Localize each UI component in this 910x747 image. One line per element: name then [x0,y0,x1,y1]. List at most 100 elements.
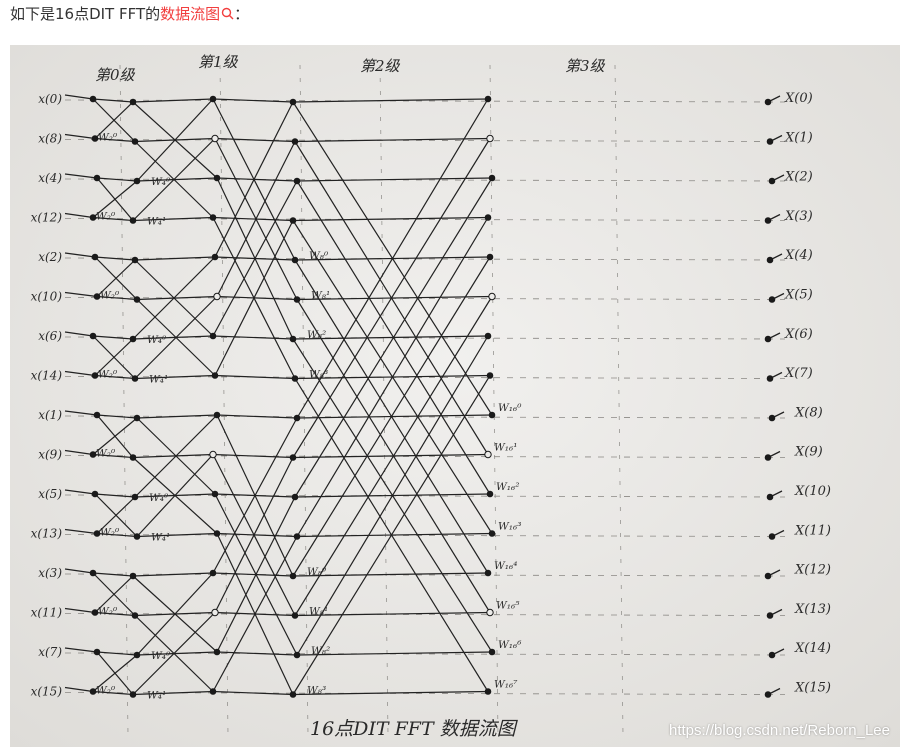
straight-branch [92,335,134,340]
butterfly-node [209,214,217,221]
straight-branch [136,532,218,538]
butterfly-node [291,612,299,619]
cross-branch [92,417,138,455]
intro-text: 如下是16点DIT FFT的数据流图： [10,4,249,24]
cross-branch [134,296,218,379]
straight-branch [132,572,214,577]
twiddle-factor-label: W₁₆⁶ [498,639,522,651]
straight-branch [294,611,491,617]
butterfly-node [486,134,494,143]
straight-branch [292,98,489,103]
butterfly-node [133,296,141,303]
straight-branch [136,651,218,656]
straight-branch [292,572,489,577]
stage-label: 第2级 [360,57,401,75]
butterfly-node [291,256,299,264]
data-flow-diagram-link[interactable]: 数据流图 [160,5,234,23]
butterfly-node [488,292,496,301]
butterfly-node [89,214,97,221]
butterfly-node [89,688,97,695]
butterfly-node [131,493,139,501]
input-label: x(12) [31,211,63,225]
twiddle-factor-label: W₄¹ [151,532,170,544]
twiddle-factor-label: W₁₆⁰ [498,402,522,414]
straight-branch [296,177,493,182]
input-stub-line [64,568,94,574]
input-stub-line [64,489,96,495]
twiddle-factor-label: W₁₆² [496,481,519,493]
straight-branch [296,295,493,301]
twiddle-factor-label: W₁₆³ [498,521,521,533]
butterfly-node [293,296,301,303]
input-stub-line [64,94,94,100]
butterfly-node [768,296,776,303]
output-label: X(6) [784,327,813,342]
butterfly-node [89,569,97,577]
butterfly-node [488,648,496,656]
input-stub-line [64,212,94,219]
butterfly-node [129,335,137,343]
input-stub-line [64,133,96,140]
input-label: x(4) [38,171,62,185]
straight-branch [96,532,138,538]
butterfly-node [213,530,221,537]
straight-branch [292,335,489,340]
butterfly-node [133,533,141,540]
input-label: x(9) [38,448,62,462]
twiddle-factor-label: W₄⁰ [151,176,171,188]
paper-background [10,45,900,747]
stage-label: 第3级 [565,57,606,75]
output-label: X(15) [794,681,831,696]
input-stub-line [64,370,96,377]
output-label: X(10) [794,484,831,499]
cross-branch [212,417,298,574]
input-label: x(1) [38,408,62,422]
butterfly-node [131,138,139,145]
input-stub-line [64,686,94,693]
twiddle-factor-label: W₈⁰ [307,566,327,578]
butterfly-node [488,530,496,537]
butterfly-node [89,95,97,103]
butterfly-node [289,335,297,343]
butterfly-node [291,375,299,382]
twiddle-factor-label: W₁₆¹ [494,442,517,454]
straight-branch [214,374,296,380]
straight-branch [292,690,489,696]
cross-branch [214,220,294,376]
butterfly-node [293,651,301,659]
butterfly-node [131,256,139,264]
straight-branch [132,216,214,222]
straight-branch [292,216,489,222]
cross-branch [132,138,216,221]
butterfly-node [768,177,776,185]
butterfly-node [93,293,101,300]
cross-branch [132,256,216,340]
butterfly-node [133,177,141,185]
straight-branch [212,98,294,103]
twiddle-factor-label: W₄⁰ [149,492,169,504]
butterfly-node [129,454,137,461]
straight-branch [132,453,214,459]
butterfly-node [291,493,299,501]
straight-branch [212,335,294,340]
butterfly-node [289,572,297,580]
twiddle-factor-label: W₄¹ [147,690,166,702]
fft-butterfly-diagram: x(0)x(8)x(4)x(12)x(2)x(10)x(6)x(14)x(1)x… [10,45,900,747]
twiddle-factor-label: W₁₆⁵ [496,600,520,612]
butterfly-node [129,217,137,224]
butterfly-node [213,648,221,656]
cross-branch [292,256,491,577]
butterfly-node [484,450,492,459]
cross-branch [294,177,493,498]
butterfly-node [484,688,492,695]
straight-branch [92,98,134,103]
butterfly-node [764,217,772,224]
cross-branch [216,496,296,653]
link-label: 数据流图 [160,5,221,23]
input-label: x(7) [38,645,62,659]
straight-branch [214,137,296,143]
butterfly-node [293,177,301,185]
input-label: x(13) [31,527,63,541]
output-label: X(12) [794,563,831,578]
twiddle-factor-label: W₈³ [309,369,328,381]
